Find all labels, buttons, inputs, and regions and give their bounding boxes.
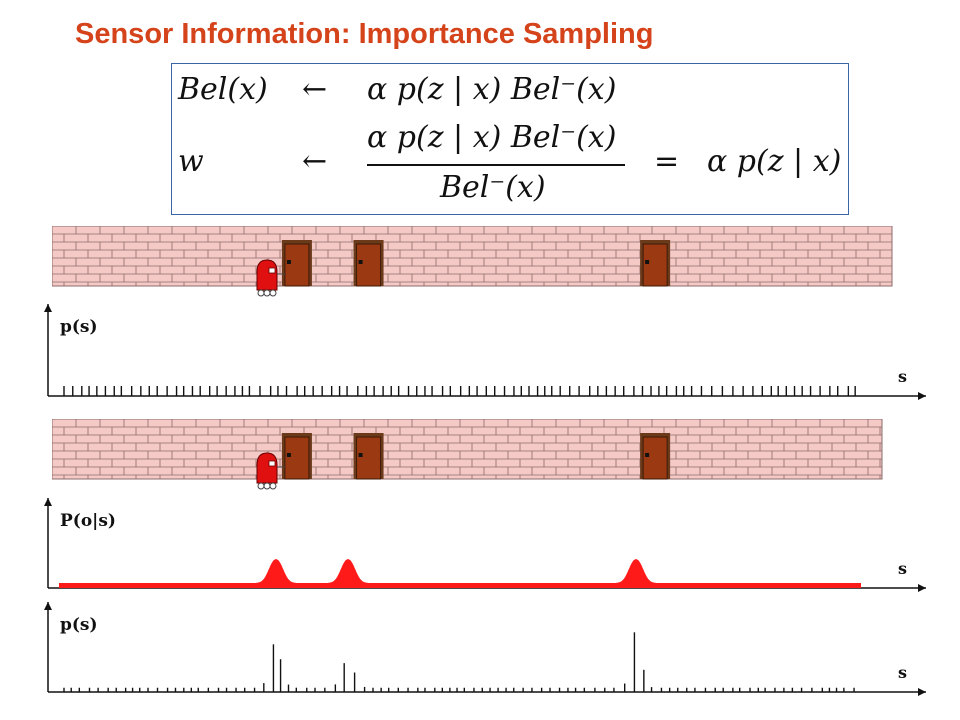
x-axis-label: s [898, 559, 907, 578]
y-axis-label: P(o|s) [60, 511, 116, 531]
formula-line1-arrow: ← [302, 72, 328, 107]
y-axis-label: p(s) [60, 317, 98, 337]
robot-wheel [269, 289, 277, 297]
door-knob [645, 453, 650, 457]
formula-line2-numerator: α p(z | x) Bel⁻(x) [367, 120, 617, 155]
robot [256, 452, 285, 490]
y-axis-label: p(s) [60, 615, 98, 635]
brick-pattern [52, 226, 892, 286]
robot-wheel [263, 482, 271, 490]
x-axis-label: s [898, 663, 907, 682]
robot-sensor [268, 460, 276, 467]
formula-line2-equals: = [654, 144, 680, 179]
likelihood-curve [59, 558, 861, 588]
formula-line2-denominator: Bel⁻(x) [440, 170, 546, 205]
x-axis-arrow [918, 392, 926, 400]
x-axis-arrow [918, 688, 926, 696]
y-axis-arrow [44, 304, 52, 312]
robot-body [256, 452, 278, 484]
robot-wheel [263, 289, 271, 297]
y-axis-arrow [44, 498, 52, 506]
formula-box: Bel(x) ← α p(z | x) Bel⁻(x) w ← α p(z | … [171, 63, 849, 215]
door-knob [358, 260, 363, 264]
particles [63, 386, 856, 396]
wall-background [52, 419, 883, 480]
robot [256, 259, 285, 297]
door [356, 243, 382, 287]
formula-line1-rhs: α p(z | x) Bel⁻(x) [367, 72, 617, 107]
door [642, 243, 668, 287]
y-axis-arrow [44, 602, 52, 610]
robot-wheel [257, 289, 265, 297]
posterior-plot: p(s) s [44, 602, 926, 696]
door [284, 436, 310, 480]
formula-line2-arrow: ← [302, 144, 328, 179]
brick-pattern [52, 419, 882, 479]
door [284, 243, 310, 287]
corridor-wall-bottom [52, 419, 883, 490]
door-knob [645, 260, 650, 264]
formula-line2-result: α p(z | x) [707, 144, 842, 179]
x-axis-label: s [898, 367, 907, 386]
robot-body [256, 259, 278, 291]
door [642, 436, 668, 480]
door-knob [358, 453, 363, 457]
x-axis-arrow [918, 584, 926, 592]
fraction-bar [367, 164, 625, 166]
formula-line1-lhs: Bel(x) [178, 72, 268, 107]
weighted-particles [63, 632, 855, 692]
formula-line2-lhs: w [178, 144, 204, 179]
corridor-wall-top [52, 226, 893, 297]
prior-plot: p(s) s [44, 304, 926, 400]
likelihood-plot: P(o|s) s [44, 498, 926, 592]
robot-sensor [268, 267, 276, 274]
robot-wheel [269, 482, 277, 490]
door-knob [286, 260, 291, 264]
door-knob [286, 453, 291, 457]
robot-wheel [257, 482, 265, 490]
door [356, 436, 382, 480]
slide-title: Sensor Information: Importance Sampling [75, 18, 654, 50]
